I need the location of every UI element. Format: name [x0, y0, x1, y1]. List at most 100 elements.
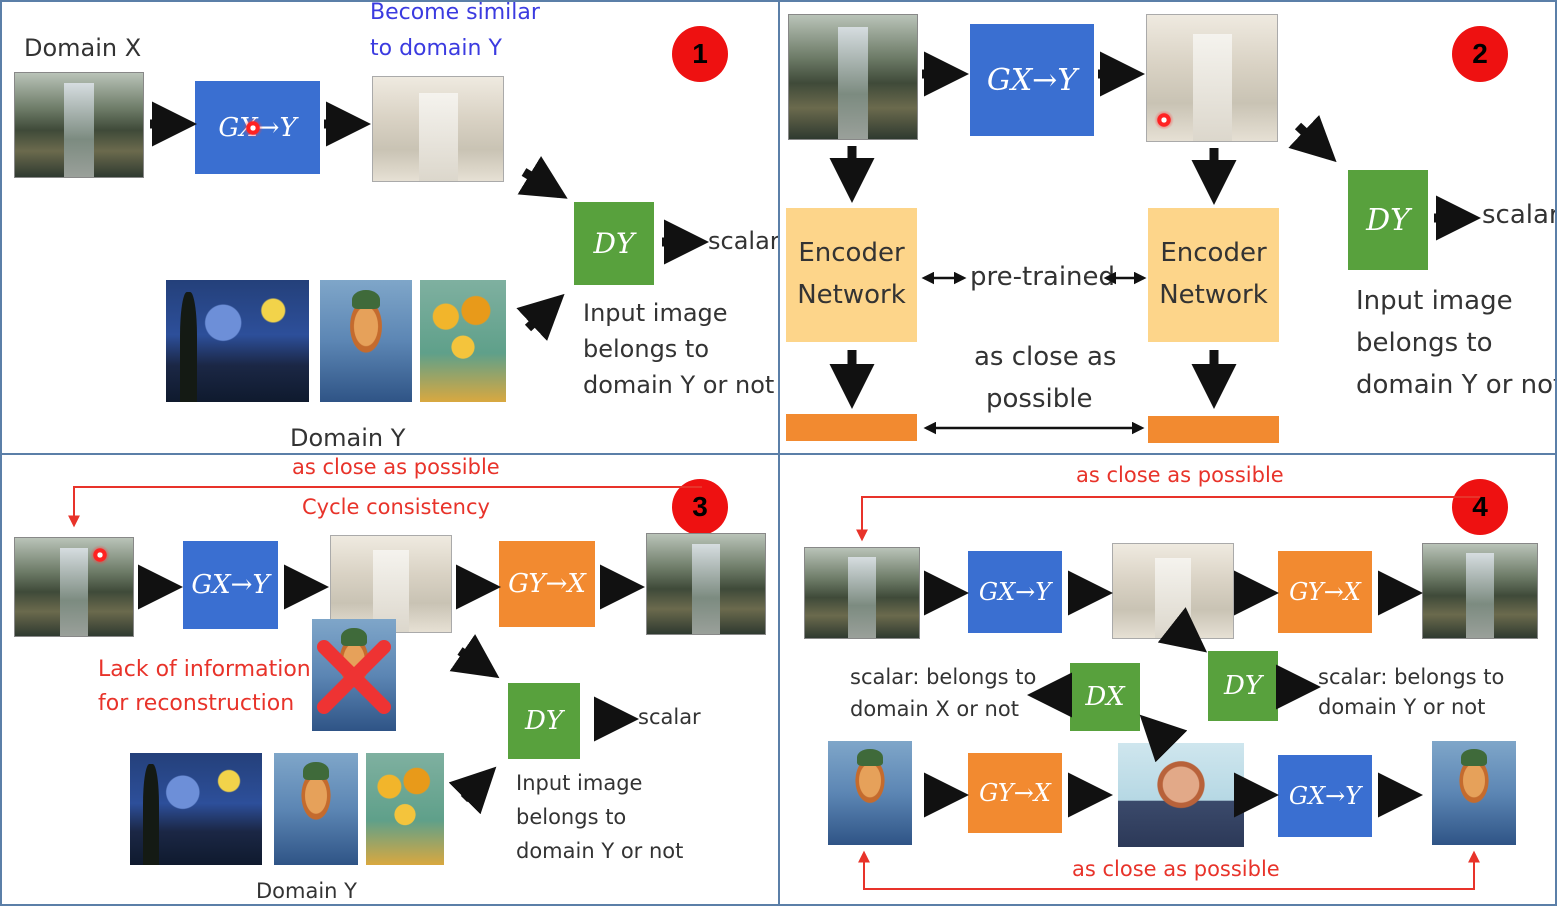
- encoder-right-line2: Network: [1159, 280, 1268, 310]
- feature-vector-right: [1148, 416, 1279, 443]
- bottom-cycle-arrow-icon: [858, 850, 1480, 890]
- panel-3: as close as possible Cycle consistency 3…: [0, 453, 780, 906]
- generator-x-to-y: GX→Y: [970, 24, 1094, 136]
- as-close-as-label-line1: as close as: [974, 342, 1117, 372]
- input-image-label-line3: domain Y or not: [516, 839, 684, 863]
- scalar-y-label-line2: domain Y or not: [1318, 695, 1486, 719]
- arrow-icon: [516, 293, 565, 342]
- cursor-highlight: [243, 118, 263, 138]
- discriminator-y: DY: [1348, 170, 1428, 270]
- bottom-generator-x-to-y: GX→Y: [1278, 755, 1372, 837]
- arrow-icon: [448, 766, 497, 815]
- feature-vector-left: [786, 414, 917, 441]
- input-image-label-line2: belongs to: [583, 335, 710, 363]
- sunflowers-image: [420, 280, 506, 402]
- step-badge-2: 2: [1452, 26, 1508, 82]
- arrow-icon: [1288, 114, 1337, 163]
- arrow-icon: [1157, 607, 1208, 653]
- encoder-left-line1: Encoder: [798, 238, 905, 269]
- input-image-label-line1: Input image: [583, 299, 728, 327]
- scalar-label: scalar: [708, 227, 780, 255]
- scalar-y-label-line1: scalar: belongs to: [1318, 665, 1505, 689]
- reconstructed-canal-image: [646, 533, 766, 635]
- step-badge-3: 3: [672, 479, 728, 535]
- panel-4: as close as possible 4 GX→Y GY→X DY scal…: [778, 453, 1557, 906]
- top-as-close-as-possible-label: as close as possible: [1076, 463, 1284, 487]
- cursor-highlight: [1154, 110, 1174, 130]
- generator-x-to-y-label: GX→Y: [191, 570, 270, 600]
- step-badge-4: 4: [1452, 479, 1508, 535]
- as-close-as-label-line2: possible: [986, 384, 1093, 414]
- scalar-label: scalar: [638, 705, 701, 729]
- domain-x-canal-image: [804, 547, 920, 639]
- arrow-icon: [1139, 714, 1188, 763]
- bottom-generator-x-to-y-label: GX→Y: [1288, 782, 1362, 810]
- discriminator-x: DX: [1070, 663, 1140, 731]
- domain-y-label: Domain Y: [290, 424, 406, 452]
- discriminator-y: DY: [508, 683, 580, 759]
- domain-x-label: Domain X: [24, 34, 142, 62]
- top-generator-y-to-x: GY→X: [1278, 551, 1372, 633]
- van-gogh-portrait-image: [320, 280, 412, 402]
- input-image-label-line3: domain Y or not: [1356, 370, 1557, 400]
- starry-night-image: [130, 753, 262, 865]
- domain-x-canal-image: [14, 72, 144, 178]
- van-gogh-portrait-image: [274, 753, 358, 865]
- generated-stylized-image: [330, 535, 452, 633]
- panel-2-arrows: [829, 51, 1481, 435]
- discriminator-x-label: DX: [1085, 682, 1125, 712]
- arrow-icon: [517, 156, 568, 199]
- become-similar-label-line1: Become similar: [370, 0, 540, 25]
- bottom-generator-y-to-x: GY→X: [968, 753, 1062, 833]
- reconstructed-canal-image: [1422, 543, 1538, 639]
- input-image-label-line3: domain Y or not: [583, 371, 775, 399]
- encoder-right-line1: Encoder: [1160, 238, 1267, 269]
- discriminator-y-label: DY: [1366, 202, 1410, 238]
- lack-of-information-label-line2: for reconstruction: [98, 691, 295, 716]
- top-generator-x-to-y: GX→Y: [968, 551, 1062, 633]
- discriminator-y: DY: [1208, 651, 1278, 721]
- discriminator-y-label: DY: [593, 227, 635, 260]
- input-image-label-line2: belongs to: [516, 805, 627, 829]
- starry-night-image: [166, 280, 309, 402]
- panel-1: Domain X Become similar to domain Y 1 GX…: [0, 0, 780, 455]
- sunflowers-image: [366, 753, 444, 865]
- domain-x-canal-image: [788, 14, 918, 140]
- input-image-label-line1: Input image: [516, 771, 643, 795]
- scalar-label: scalar: [1482, 200, 1557, 230]
- top-cycle-arrow-icon: [856, 496, 1480, 542]
- panel-1-arrows: [150, 101, 709, 342]
- discriminator-y-label: DY: [524, 706, 563, 736]
- panel-3-arrows: [68, 486, 702, 815]
- bottom-generator-y-to-x-label: GY→X: [979, 779, 1051, 807]
- generated-stylized-image: [372, 76, 504, 182]
- scalar-x-label-line2: domain X or not: [850, 697, 1019, 721]
- cycle-consistency-label: Cycle consistency: [302, 495, 490, 519]
- cursor-highlight: [90, 545, 110, 565]
- discriminator-y-label: DY: [1223, 671, 1262, 701]
- input-image-label-line1: Input image: [1356, 286, 1513, 316]
- pre-trained-label: pre-trained: [970, 262, 1116, 292]
- arrow-icon: [449, 634, 500, 679]
- become-similar-label-line2: to domain Y: [370, 36, 502, 61]
- lack-of-information-label-line1: Lack of information: [98, 657, 311, 682]
- domain-y-label: Domain Y: [256, 879, 357, 903]
- generator-x-to-y: GX→Y: [183, 541, 278, 629]
- input-image-label-line2: belongs to: [1356, 328, 1493, 358]
- discriminator-y: DY: [574, 202, 654, 285]
- van-gogh-portrait-image: [828, 741, 912, 845]
- step-badge-1: 1: [672, 26, 728, 82]
- panel-4-arrows: [856, 496, 1480, 890]
- reconstructed-portrait-image: [1432, 741, 1516, 845]
- top-generator-x-to-y-label: GX→Y: [978, 578, 1052, 606]
- cycle-arrow-icon: [68, 486, 702, 528]
- encoder-left-line2: Network: [797, 280, 906, 310]
- scalar-x-label-line1: scalar: belongs to: [850, 665, 1037, 689]
- top-generator-y-to-x-label: GY→X: [1289, 578, 1361, 606]
- generator-y-to-x: GY→X: [499, 541, 595, 627]
- generator-y-to-x-label: GY→X: [508, 569, 586, 599]
- cross-x-icon: [317, 640, 391, 714]
- as-close-as-possible-label: as close as possible: [292, 455, 500, 479]
